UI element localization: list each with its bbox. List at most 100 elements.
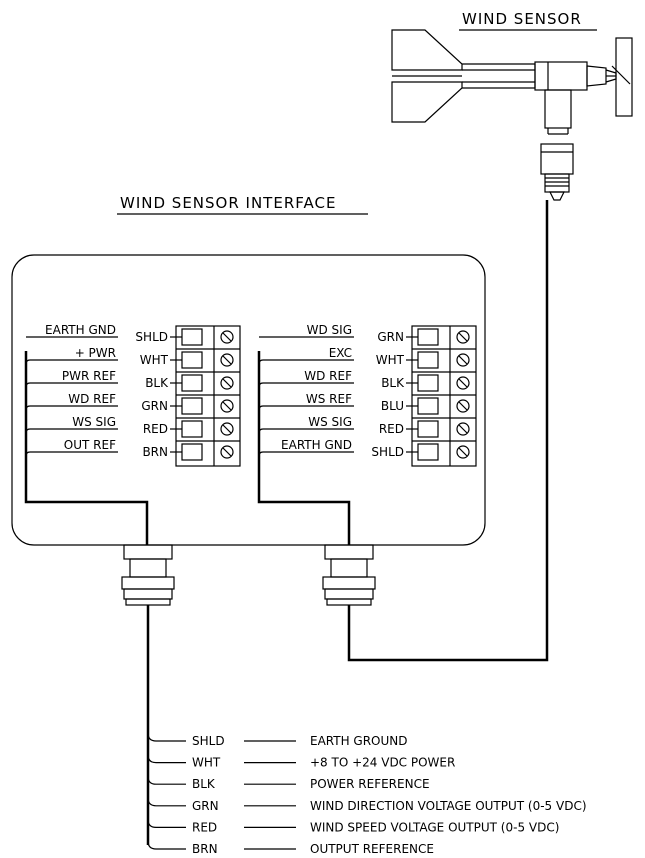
- left-wire-label: SHLD: [135, 330, 168, 344]
- output-wire-label: BLK: [192, 777, 216, 791]
- right-terminal: [417, 397, 439, 415]
- right-signal-wire: [258, 382, 354, 397]
- left-screw-icon: [220, 330, 234, 344]
- left-wire-label: GRN: [141, 399, 168, 413]
- output-wire-legend: SHLD EARTH GROUND WHT +8 TO +24 VDC POWER BL…: [147, 732, 587, 856]
- right-terminal: [417, 374, 439, 392]
- left-screw-slot: [222, 355, 232, 365]
- left-signal-wire: [25, 359, 118, 374]
- output-branch-wire: [147, 819, 186, 828]
- output-branch-wire: [147, 797, 186, 807]
- left-signal-wire: [25, 382, 118, 397]
- right-signal-label: WS SIG: [308, 415, 352, 429]
- left-signal-label: WD REF: [68, 392, 116, 406]
- interface-enclosure: [11, 254, 486, 546]
- right-wire-label: GRN: [377, 330, 404, 344]
- right-wire-label: BLK: [381, 376, 405, 390]
- left-screw-slot: [222, 447, 232, 457]
- right-terminal: [417, 328, 439, 346]
- right-wire-label: WHT: [376, 353, 405, 367]
- left-signal-label: PWR REF: [62, 369, 116, 383]
- output-wire-label: RED: [192, 820, 217, 834]
- left-screw-slot: [222, 332, 232, 342]
- right-signal-label: WD REF: [304, 369, 352, 383]
- right-bus-wire: [257, 351, 351, 545]
- output-wire-label: BRN: [192, 842, 218, 856]
- left-wire-label: BRN: [142, 445, 168, 459]
- output-wire-label: GRN: [192, 799, 219, 813]
- left-screw-slot: [222, 401, 232, 411]
- right-screw-slot: [458, 447, 468, 457]
- left-terminal: [181, 397, 203, 415]
- right-signal-label: EARTH GND: [281, 438, 352, 452]
- output-description: OUTPUT REFERENCE: [310, 842, 434, 856]
- output-wire-label: WHT: [192, 756, 221, 770]
- left-screw-icon: [220, 353, 234, 367]
- left-terminal: [181, 351, 203, 369]
- output-branch-wire: [147, 776, 186, 785]
- interface-title: WIND SENSOR INTERFACE: [120, 194, 336, 212]
- left-terminal: [181, 443, 203, 461]
- output-description: WIND DIRECTION VOLTAGE OUTPUT (0-5 VDC): [310, 799, 587, 813]
- left-block-outline: [175, 325, 241, 467]
- left-wire-label: WHT: [140, 353, 169, 367]
- right-screw-icon: [456, 330, 470, 344]
- right-signal-wire: [258, 405, 354, 420]
- left-bus-wire: [24, 351, 149, 545]
- output-wire-label: SHLD: [192, 734, 225, 748]
- right-wire-label: BLU: [381, 399, 404, 413]
- left-wire-label: RED: [143, 422, 168, 436]
- right-screw-icon: [456, 445, 470, 459]
- right-cable-gland: [322, 544, 376, 606]
- right-terminal-block: GRN WD SIG WHT EXC BLK WD REF BLU WS REF RED WS S…: [257, 323, 477, 545]
- right-terminal: [417, 443, 439, 461]
- left-signal-wire: [25, 451, 118, 466]
- right-signal-label: WS REF: [306, 392, 352, 406]
- left-screw-icon: [220, 399, 234, 413]
- left-wire-label: BLK: [145, 376, 169, 390]
- output-branch-wire: [147, 840, 186, 850]
- left-screw-slot: [222, 378, 232, 388]
- right-signal-wire: [258, 428, 354, 443]
- left-screw-icon: [220, 422, 234, 436]
- left-cable-gland: [121, 544, 175, 606]
- right-signal-label: WD SIG: [307, 323, 352, 337]
- output-description: +8 TO +24 VDC POWER: [310, 756, 455, 770]
- right-screw-slot: [458, 424, 468, 434]
- right-terminal: [417, 351, 439, 369]
- right-wire-label: SHLD: [371, 445, 404, 459]
- output-description: EARTH GROUND: [310, 734, 408, 748]
- right-screw-icon: [456, 399, 470, 413]
- sensor-cable: [347, 200, 549, 662]
- output-branch-wire: [147, 754, 186, 764]
- right-screw-slot: [458, 355, 468, 365]
- left-signal-wire: [25, 428, 118, 443]
- right-signal-wire: [258, 451, 354, 466]
- left-signal-label: WS SIG: [72, 415, 116, 429]
- right-screw-icon: [456, 376, 470, 390]
- output-description: WIND SPEED VOLTAGE OUTPUT (0-5 VDC): [310, 820, 559, 834]
- left-screw-slot: [222, 424, 232, 434]
- right-screw-icon: [456, 422, 470, 436]
- left-signal-label: + PWR: [75, 346, 116, 360]
- right-signal-wire: [258, 359, 354, 374]
- left-terminal: [181, 374, 203, 392]
- left-screw-icon: [220, 445, 234, 459]
- left-terminal: [181, 420, 203, 438]
- right-signal-label: EXC: [329, 346, 352, 360]
- right-screw-slot: [458, 332, 468, 342]
- left-signal-wire: [25, 405, 118, 420]
- right-screw-slot: [458, 401, 468, 411]
- output-branch-wire: [147, 732, 186, 742]
- output-description: POWER REFERENCE: [310, 777, 430, 791]
- wind-sensor-title: WIND SENSOR: [462, 10, 582, 28]
- right-screw-slot: [458, 378, 468, 388]
- right-terminal: [417, 420, 439, 438]
- left-screw-icon: [220, 376, 234, 390]
- wind-sensor-drawing: [391, 29, 633, 201]
- left-terminal: [181, 328, 203, 346]
- right-wire-label: RED: [379, 422, 404, 436]
- left-signal-label: OUT REF: [64, 438, 116, 452]
